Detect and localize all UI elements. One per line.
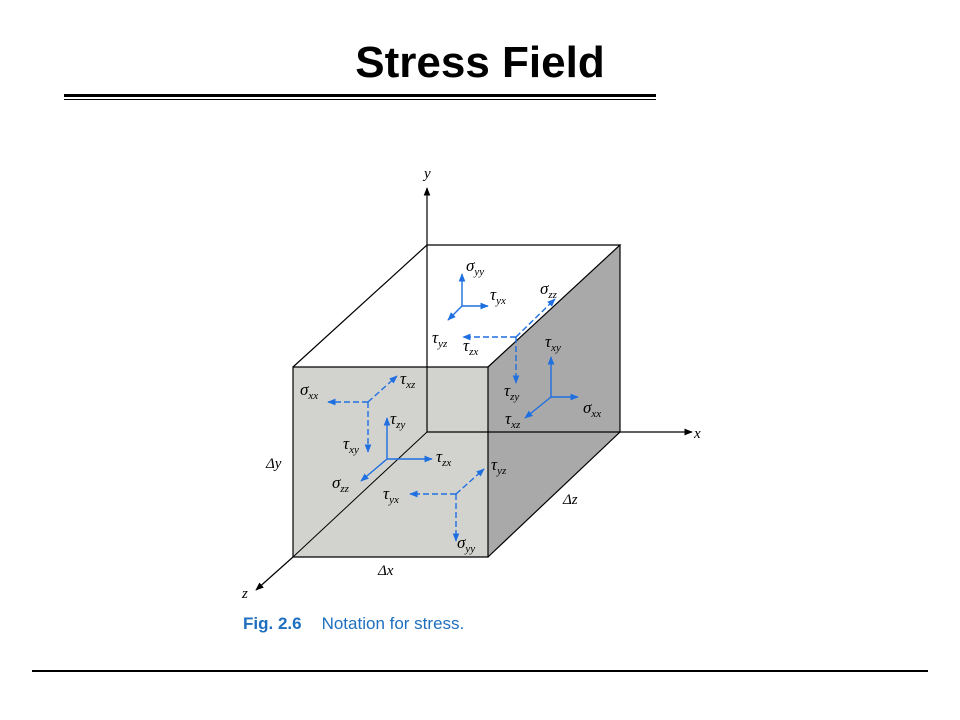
label-top-syy: σyy: [466, 256, 484, 278]
figure-caption-text: Notation for stress.: [321, 614, 465, 633]
label-front-tzx: τzx: [436, 447, 451, 469]
title-underline-thin: [64, 99, 656, 100]
title-underline: [64, 94, 656, 97]
label-top-tyz: τyz: [432, 328, 448, 350]
dimension-dy: Δy: [265, 456, 282, 472]
label-front-sxx: σxx: [300, 380, 318, 402]
label-front-szz: σzz: [332, 473, 350, 495]
arrow-top-tyz: [447, 305, 463, 321]
arrow-front-tyz: [455, 468, 485, 495]
label-front-tyx: τyx: [383, 484, 399, 506]
stress-arrows: [327, 273, 579, 542]
x-axis-label: x: [693, 426, 701, 442]
footer-rule: [32, 670, 928, 672]
z-axis-label: z: [241, 586, 248, 602]
label-right-txy: τxy: [545, 332, 561, 354]
cube-outline-right: [487, 245, 621, 558]
label-top-tzx: τzx: [463, 336, 478, 358]
arrow-top-szz: [515, 298, 556, 338]
right-face: [488, 245, 620, 557]
label-front-txz: τxz: [400, 369, 416, 391]
z-axis: [255, 556, 294, 591]
figure-caption: Fig. 2.6 Notation for stress.: [243, 614, 464, 634]
label-top-tyx: τyx: [490, 285, 506, 307]
label-front-txy: τxy: [343, 434, 359, 456]
label-right-sxx: σxx: [583, 398, 601, 420]
label-front-tzy: τzy: [390, 409, 405, 431]
label-front-syy: σyy: [457, 533, 475, 555]
y-axis-label: y: [422, 166, 431, 182]
arrow-front-txz: [367, 375, 398, 403]
dimension-dx: Δx: [377, 563, 394, 579]
arrow-front-szz: [360, 458, 388, 482]
label-right-tzy: τzy: [504, 381, 519, 403]
figure-number: Fig. 2.6: [243, 614, 302, 633]
dimension-dz: Δz: [562, 492, 578, 508]
label-front-tyz: τyz: [491, 455, 507, 477]
label-top-szz: σzz: [540, 279, 558, 301]
arrow-right-txz: [524, 396, 552, 419]
hidden-edge-diagonal: [292, 431, 428, 558]
front-face: [293, 367, 488, 557]
label-right-txz: τxz: [505, 409, 521, 431]
page-title: Stress Field: [355, 38, 605, 87]
